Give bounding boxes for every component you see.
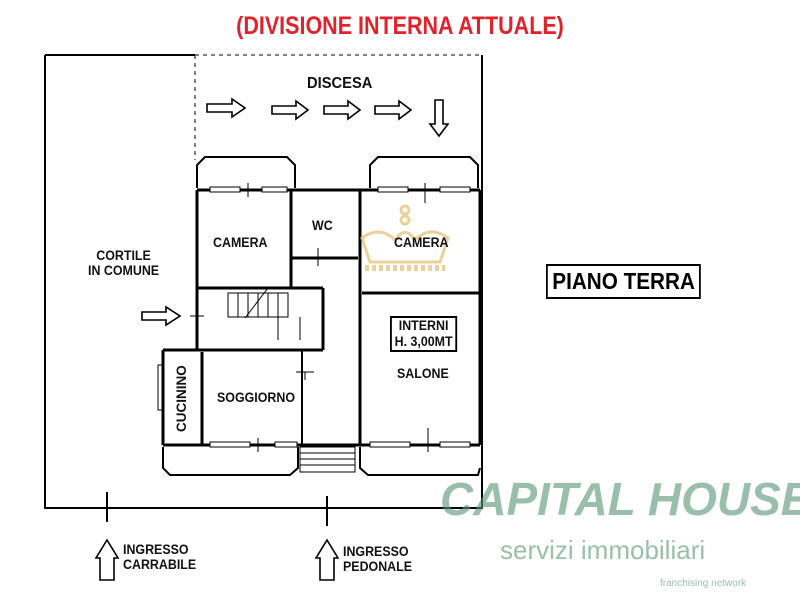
watermark-tagline: franchising network [660, 578, 747, 589]
arrow-up-icon [314, 538, 340, 581]
entrance-line1: INGRESSO [123, 542, 189, 557]
height-note-line1: INTERNI [398, 318, 449, 333]
discesa-label: DISCESA [307, 75, 373, 92]
plan-title: (DIVISIONE INTERNA ATTUALE) [236, 12, 564, 40]
room-label-camera-left: CAMERA [213, 235, 268, 250]
lot-boundary [44, 55, 483, 509]
cortile-line2: IN COMUNE [88, 263, 160, 278]
balcony-top-right [369, 156, 479, 188]
entrance-line1: INGRESSO [343, 544, 409, 559]
entrance-carrabile: INGRESSO CARRABILE [123, 542, 196, 572]
arrow-down-icon [428, 99, 450, 138]
height-note-line2: H. 3,00MT [394, 334, 453, 349]
balcony-bottom-right [359, 447, 481, 476]
level-label: PIANO TERRA [546, 264, 702, 299]
room-label-salone: SALONE [397, 366, 449, 381]
balcony-top-left [196, 156, 296, 188]
room-label-cucinino: CUCININO [174, 365, 189, 432]
watermark-subtitle: servizi immobiliari [500, 535, 706, 565]
entrance-line2: PEDONALE [343, 559, 413, 574]
crown-logo-icon [360, 204, 450, 271]
watermark-brand: CAPITAL HOUSE [440, 473, 800, 525]
room-label-wc: WC [312, 218, 333, 233]
cortile-label: CORTILE IN COMUNE [88, 248, 159, 278]
entrance-line2: CARRABILE [123, 557, 197, 572]
height-note: INTERNI H. 3,00MT [390, 316, 458, 352]
arrow-up-icon [94, 538, 120, 581]
room-label-soggiorno: SOGGIORNO [217, 390, 295, 405]
entrance-pedonale: INGRESSO PEDONALE [343, 544, 412, 574]
balcony-bottom-left [162, 447, 299, 476]
cortile-line1: CORTILE [96, 248, 151, 263]
arrow-right-icon [94, 97, 450, 581]
entry-arrow-icon [141, 305, 182, 327]
room-label-camera-right: CAMERA [394, 235, 449, 250]
